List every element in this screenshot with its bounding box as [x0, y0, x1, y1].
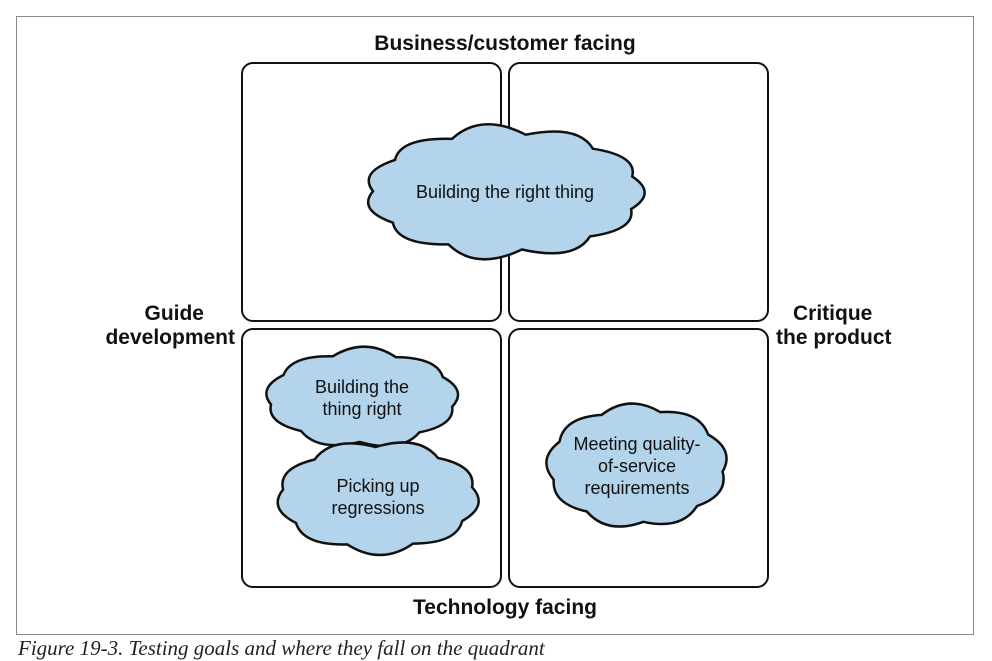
- axis-label-left: Guide development: [100, 302, 235, 350]
- figure-frame: [16, 16, 974, 635]
- cloud-shape: [545, 402, 728, 528]
- cloud-label-line: regressions: [331, 498, 424, 518]
- cloud-label-line: Meeting quality-: [573, 434, 700, 454]
- cloud-label-line: requirements: [584, 478, 689, 498]
- cloud-label-line: Building the: [315, 377, 409, 397]
- axis-label-top: Business/customer facing: [374, 32, 636, 55]
- axis-label-bottom: Technology facing: [413, 596, 597, 619]
- cloud-label-line: thing right: [322, 399, 401, 419]
- axis-label-right: Critique the product: [776, 302, 936, 350]
- cloud-label-line: Picking up: [336, 476, 419, 496]
- cloud-shape: [367, 123, 646, 261]
- axis-label-right-line-1: Critique: [793, 302, 873, 325]
- cloud-label-line: Building the right thing: [416, 182, 594, 202]
- figure-caption: Figure 19-3. Testing goals and where the…: [18, 636, 545, 660]
- axis-label-left-line-1: Guide: [144, 302, 204, 325]
- cloud-building-right-thing: Building the right thing: [367, 123, 646, 261]
- axis-label-left-line-2: development: [105, 326, 235, 349]
- axis-label-right-line-2: the product: [776, 326, 892, 349]
- cloud-label-line: of-service: [598, 456, 676, 476]
- cloud-shape: [276, 441, 480, 557]
